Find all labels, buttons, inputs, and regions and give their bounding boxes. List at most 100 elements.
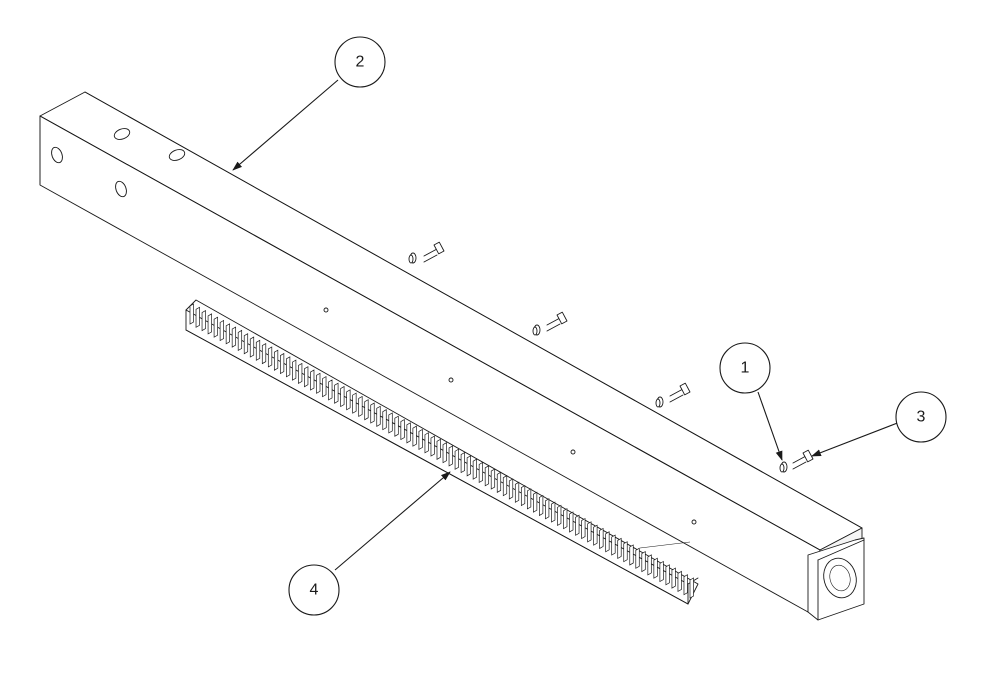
- rack-tooth: [225, 323, 230, 345]
- rack-tooth: [195, 306, 200, 328]
- rack-tooth: [557, 504, 562, 526]
- rack-tooth: [508, 478, 514, 500]
- balloon-4: 4: [288, 564, 340, 616]
- rack-tooth: [563, 508, 568, 530]
- rack-tooth: [484, 465, 490, 487]
- rack-tooth: [304, 366, 309, 388]
- beam-small-hole: [570, 449, 576, 455]
- beam-hole: [113, 128, 131, 140]
- rack-tooth: [545, 498, 550, 520]
- rack-tooth: [201, 309, 206, 332]
- rack-tooth: [322, 376, 327, 398]
- rack-tooth: [412, 425, 417, 447]
- rack-tooth: [611, 534, 616, 556]
- rack-tooth: [514, 481, 520, 503]
- rack-tooth: [346, 389, 351, 411]
- rack-tooth: [533, 491, 538, 513]
- rack-tooth: [358, 395, 363, 418]
- rack-tooth: [581, 517, 586, 540]
- leader-3: [811, 421, 901, 457]
- rack-tooth: [237, 329, 243, 352]
- rack-tooth: [599, 527, 604, 550]
- rack-tooth: [261, 343, 267, 365]
- rack-tooth: [653, 557, 658, 579]
- rack-tooth: [478, 461, 484, 484]
- rack-tooth: [659, 560, 664, 583]
- leader-1: [757, 391, 783, 461]
- rack-tooth: [551, 501, 556, 523]
- rack-tooth: [623, 541, 628, 563]
- beam-small-hole: [691, 519, 697, 525]
- rack-tooth: [629, 544, 634, 566]
- beam-hole: [168, 149, 186, 161]
- rack-tooth: [635, 547, 640, 569]
- rack-tooth: [292, 359, 297, 381]
- rack-tooth: [539, 494, 544, 517]
- gear-rack: [185, 299, 699, 605]
- rack-tooth: [219, 319, 224, 342]
- balloon-4-label: 4: [310, 582, 319, 599]
- rack-tooth: [683, 574, 688, 596]
- rack-tooth: [424, 432, 429, 454]
- rack-tooth: [310, 369, 315, 391]
- rack-tooth: [689, 577, 694, 599]
- rack-tooth: [460, 451, 465, 474]
- rack-tooth: [213, 316, 218, 338]
- rack-tooth: [665, 564, 670, 586]
- beam-hole: [115, 180, 127, 198]
- beam-hole: [51, 146, 63, 164]
- rack-tooth: [328, 379, 333, 401]
- rack-tooth: [593, 524, 598, 546]
- rack-tooth: [466, 455, 471, 477]
- rack-tooth: [605, 531, 610, 553]
- rack-tooth: [280, 352, 285, 375]
- rack-tooth: [334, 382, 339, 404]
- rack-tooth: [472, 458, 477, 480]
- rack-tooth: [418, 428, 423, 451]
- rack-tooth: [376, 405, 381, 427]
- rack-tooth: [448, 445, 453, 467]
- rack-tooth: [526, 488, 532, 510]
- leader-lines: [232, 79, 901, 571]
- rack-tooth: [454, 448, 459, 470]
- balloon-1: 1: [719, 342, 771, 394]
- rack-tooth: [364, 399, 369, 421]
- rack-tooth: [641, 550, 646, 573]
- rack-tooth: [617, 537, 622, 559]
- rack-teeth: [189, 303, 694, 599]
- rack-tooth: [400, 418, 405, 441]
- rack-tooth: [255, 339, 261, 361]
- rack-tooth: [502, 475, 508, 497]
- balloon-1-label: 1: [741, 360, 750, 377]
- balloon-2: 2: [334, 36, 386, 88]
- rack-tooth: [243, 333, 249, 355]
- rack-tooth: [520, 484, 526, 507]
- rack-tooth: [394, 415, 399, 437]
- rack-tooth: [382, 409, 387, 431]
- rack-tooth: [647, 554, 652, 576]
- rack-tooth: [231, 326, 237, 348]
- rack-tooth: [340, 385, 345, 408]
- cap-screw: [655, 382, 691, 408]
- end-bore: [823, 557, 857, 599]
- rack-tooth: [442, 442, 447, 464]
- rack-tooth: [677, 570, 682, 593]
- cap-screw-labeled: [779, 449, 814, 473]
- leader-2: [232, 79, 339, 171]
- balloon-2-label: 2: [356, 54, 365, 71]
- beam-small-hole: [448, 377, 454, 383]
- cap-screw: [408, 241, 445, 264]
- rack-tooth: [286, 356, 291, 378]
- rack-tooth: [249, 336, 255, 358]
- rack-tooth: [298, 362, 303, 385]
- rack-tooth: [207, 313, 212, 335]
- balloon-3-label: 3: [917, 409, 926, 426]
- rack-tooth: [370, 402, 375, 424]
- rack-tooth: [569, 511, 574, 533]
- rack-tooth: [406, 422, 411, 444]
- leader-4: [334, 471, 451, 571]
- beam-small-hole: [323, 307, 329, 313]
- rack-tooth: [316, 372, 321, 394]
- rack-tooth: [671, 567, 676, 589]
